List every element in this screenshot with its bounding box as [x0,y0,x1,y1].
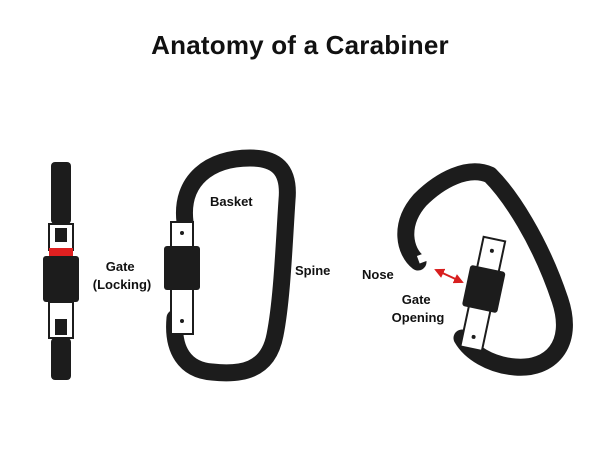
open-gate-locking-sleeve [462,265,506,313]
carabiner-side-view [43,162,79,380]
gate-opening-arrow [434,268,464,284]
label-gate-line1: Gate [106,259,135,274]
lock-indicator-band [49,248,73,256]
side-view-upper-bar [51,162,71,224]
label-gate-opening: Gate Opening [392,292,445,325]
diagram-title: Anatomy of a Carabiner [151,30,449,60]
label-gate-opening-line1: Gate [402,292,431,307]
side-view-locking-sleeve [43,256,79,302]
label-nose: Nose [362,267,394,282]
closed-gate-locking-sleeve [164,246,200,290]
carabiner-open-body [397,163,573,376]
side-view-lower-bar [51,338,71,380]
carabiner-closed-body [166,149,296,382]
carabiner-closed [164,149,296,382]
open-gate-rivet-top [489,248,494,253]
carabiner-open [397,163,573,376]
label-gate-locking: Gate (Locking) [93,259,152,292]
label-gate-opening-line2: Opening [392,310,445,325]
nose-notch [416,252,430,264]
open-gate-rivet-bottom [471,334,476,339]
closed-gate-rivet-top [180,231,184,235]
label-spine: Spine [295,263,330,278]
label-gate-line2: (Locking) [93,277,152,292]
closed-gate-rivet-bottom [180,319,184,323]
label-basket: Basket [210,194,253,209]
